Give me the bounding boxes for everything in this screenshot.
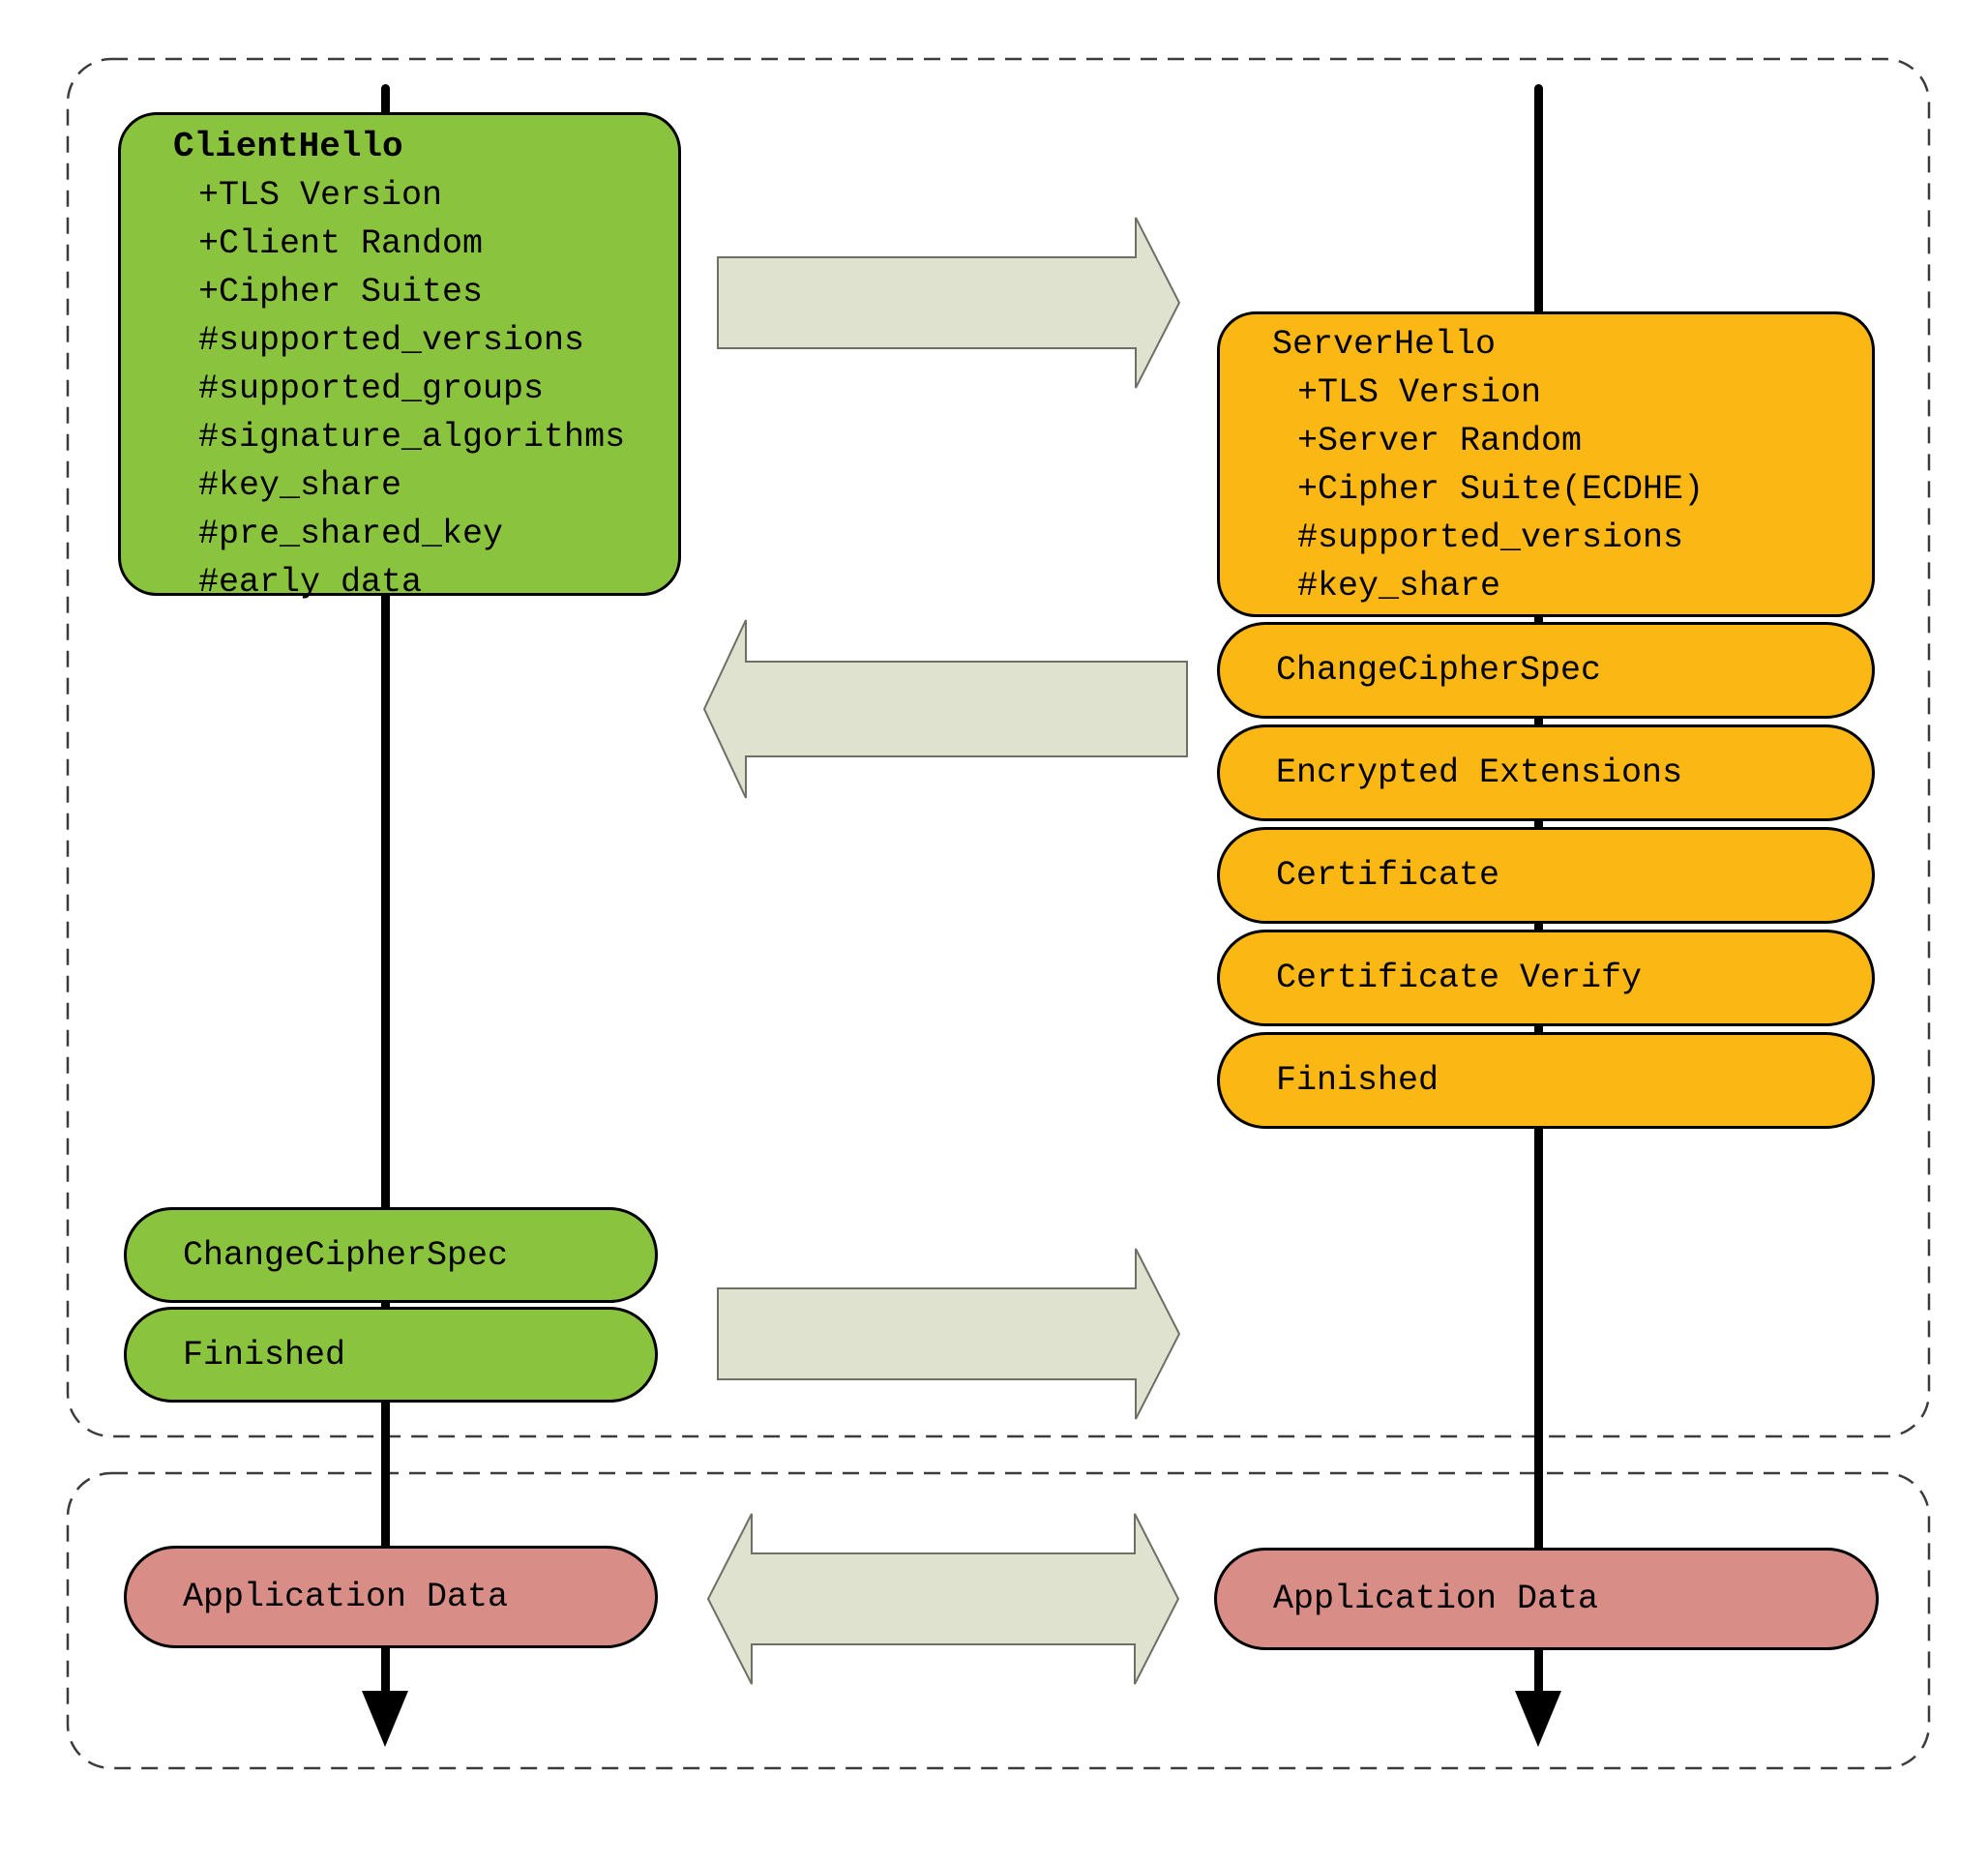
client-hello-item: #key_share xyxy=(198,466,402,505)
server-hello-item: +Server Random xyxy=(1297,422,1583,460)
server-hello-item: #key_share xyxy=(1297,567,1501,606)
server-timeline-arrowhead-icon xyxy=(1515,1691,1561,1747)
server-hello-item: +Cipher Suite(ECDHE) xyxy=(1297,470,1705,509)
server-msg-certificate-verify: Certificate Verify xyxy=(1217,930,1875,1026)
client-hello-item: #pre_shared_key xyxy=(198,515,504,553)
server-msg-finished: Finished xyxy=(1217,1032,1875,1129)
client-hello-item: +Client Random xyxy=(198,224,484,263)
client-hello-item: #supported_versions xyxy=(198,321,585,360)
client-application-data: Application Data xyxy=(124,1546,658,1648)
server-application-data: Application Data xyxy=(1214,1548,1879,1650)
server-msg-encrypted-extensions: Encrypted Extensions xyxy=(1217,724,1875,821)
client-hello-item: +TLS Version xyxy=(198,176,443,215)
client-to-server-arrow2-icon xyxy=(717,1248,1181,1420)
client-hello-item: #supported_groups xyxy=(198,369,545,408)
client-hello-item: +Cipher Suites xyxy=(198,273,484,311)
client-hello-title: ClientHello xyxy=(173,127,403,166)
client-hello-item: #early_data xyxy=(198,563,423,602)
application-data-phase-region xyxy=(66,1471,1931,1770)
client-msg-change-cipher-spec: ChangeCipherSpec xyxy=(124,1207,658,1303)
server-hello-title: ServerHello xyxy=(1272,325,1497,364)
bidirectional-app-data-arrow-icon xyxy=(706,1513,1180,1685)
server-hello-box: ServerHello +TLS Version +Server Random … xyxy=(1217,311,1875,617)
server-msg-change-cipher-spec: ChangeCipherSpec xyxy=(1217,622,1875,719)
server-hello-item: #supported_versions xyxy=(1297,518,1684,557)
server-to-client-arrow-icon xyxy=(702,619,1188,799)
client-hello-box: ClientHello +TLS Version +Client Random … xyxy=(118,112,681,602)
server-msg-certificate: Certificate xyxy=(1217,827,1875,924)
client-timeline xyxy=(381,84,390,1693)
client-to-server-arrow-icon xyxy=(717,217,1181,389)
handshake-phase-region xyxy=(66,57,1931,1438)
server-hello-item: +TLS Version xyxy=(1297,373,1542,412)
client-timeline-arrowhead-icon xyxy=(362,1691,408,1747)
client-msg-finished: Finished xyxy=(124,1307,658,1403)
client-hello-item: #signature_algorithms xyxy=(198,418,626,457)
